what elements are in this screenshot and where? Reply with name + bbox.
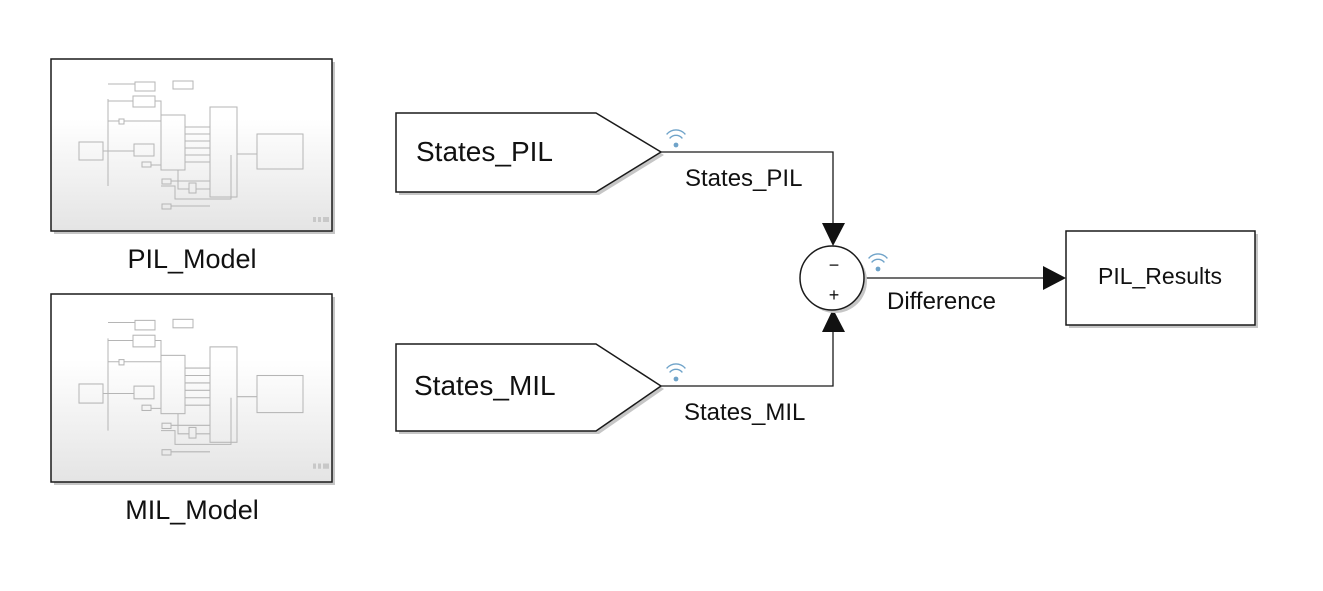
mil-model-frame[interactable] <box>50 293 333 483</box>
states-pil-arrowhead <box>822 223 845 246</box>
sum-minus-sign: − <box>829 255 840 275</box>
from-states-pil-label: States_PIL <box>416 136 553 167</box>
from-states-mil-shape[interactable] <box>395 343 663 432</box>
pil-results-block[interactable]: PIL_Results <box>1065 230 1258 328</box>
from-states-pil-shape[interactable] <box>395 112 663 193</box>
pil-results-label: PIL_Results <box>1098 263 1222 289</box>
from-states-mil-label: States_MIL <box>414 370 556 401</box>
difference-signal-logging-icon[interactable] <box>868 253 888 272</box>
from-states-pil-block[interactable]: States_PIL <box>395 112 664 195</box>
states-pil-signal-label: States_PIL <box>685 165 802 192</box>
mil-model-label: MIL_Model <box>125 495 259 525</box>
pil-model-label: PIL_Model <box>127 244 256 274</box>
states-mil-signal-label: States_MIL <box>684 399 805 426</box>
states-pil-signal-logging-icon[interactable] <box>666 129 686 148</box>
states-mil-arrowhead <box>822 309 845 332</box>
states-pil-signal-line[interactable] <box>661 151 838 239</box>
states-mil-signal-line[interactable] <box>661 316 838 387</box>
sum-block[interactable]: − + <box>799 245 867 313</box>
difference-signal-label: Difference <box>887 288 996 315</box>
pil-model-block[interactable] <box>50 58 335 234</box>
from-states-mil-block[interactable]: States_MIL <box>395 343 664 434</box>
pil-model-frame[interactable] <box>50 58 333 232</box>
states-mil-signal-logging-icon[interactable] <box>666 363 686 382</box>
difference-arrowhead <box>1043 266 1066 290</box>
mil-model-block[interactable] <box>50 293 335 485</box>
pil-results-frame[interactable] <box>1065 230 1256 326</box>
sum-block-circle[interactable] <box>799 245 865 311</box>
sum-plus-sign: + <box>829 285 840 305</box>
